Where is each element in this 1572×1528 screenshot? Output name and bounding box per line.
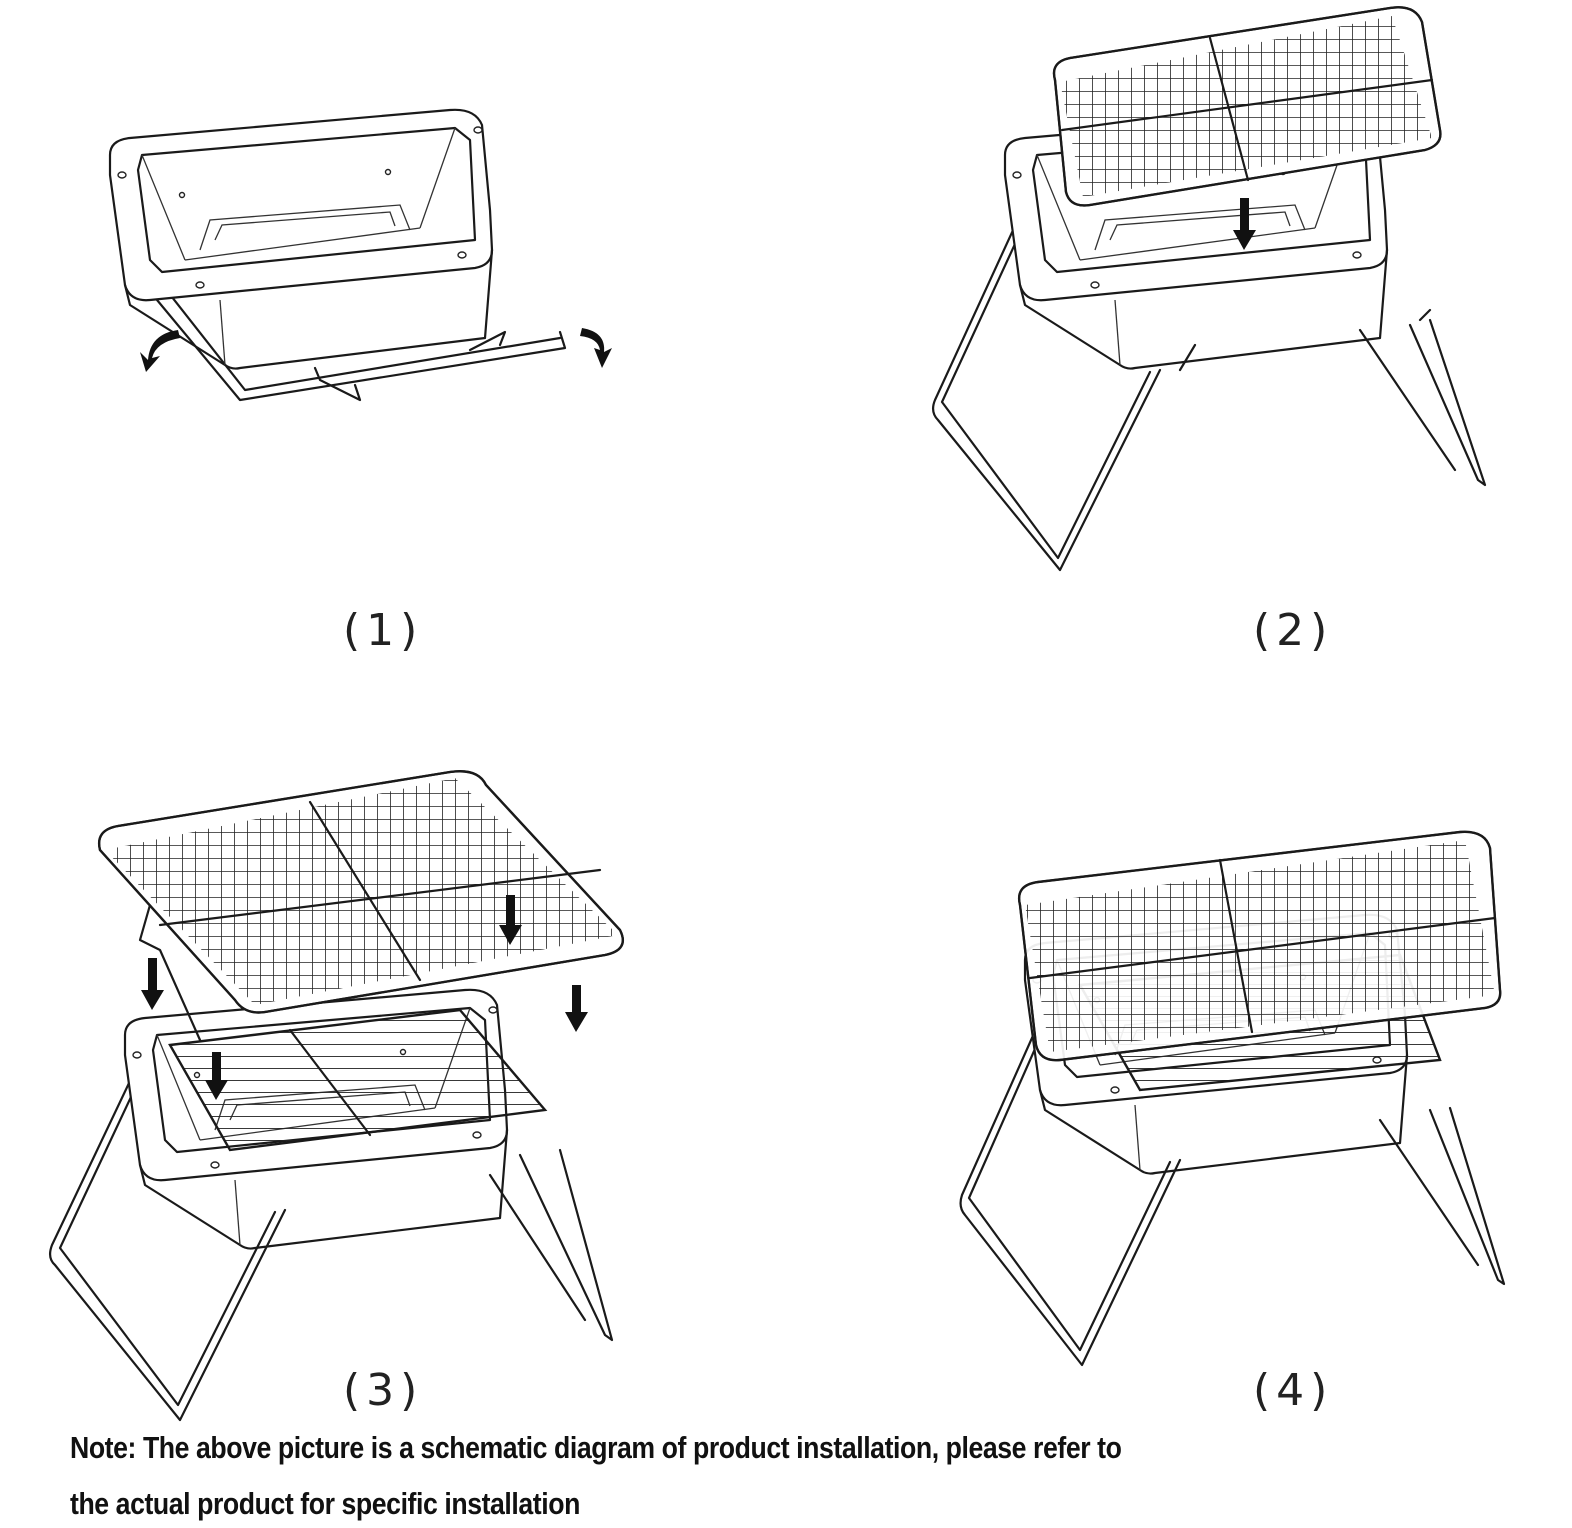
down-arrow-icon: [141, 958, 164, 1010]
step-1-label: (1): [343, 605, 423, 656]
step-1-illustration: [108, 108, 567, 402]
down-arrow-icon: [205, 1052, 228, 1100]
step-4-label: (4): [1253, 1365, 1333, 1416]
down-arrow-icon: [1233, 198, 1256, 250]
step-4-illustration: [959, 830, 1506, 1367]
down-arrow-icon: [499, 895, 522, 945]
step-3-illustration: [48, 770, 625, 1422]
step-3-label: (3): [343, 1365, 423, 1416]
step-2-illustration: [931, 6, 1487, 572]
down-arrow-icon: [565, 985, 588, 1032]
installation-note-line-1: Note: The above picture is a schematic d…: [70, 1430, 1122, 1465]
rotate-left-arrow-icon: [140, 330, 180, 372]
installation-note-line-2: the actual product for specific installa…: [70, 1486, 580, 1521]
rotate-right-arrow-icon: [580, 328, 612, 368]
step-2-label: (2): [1253, 605, 1333, 656]
